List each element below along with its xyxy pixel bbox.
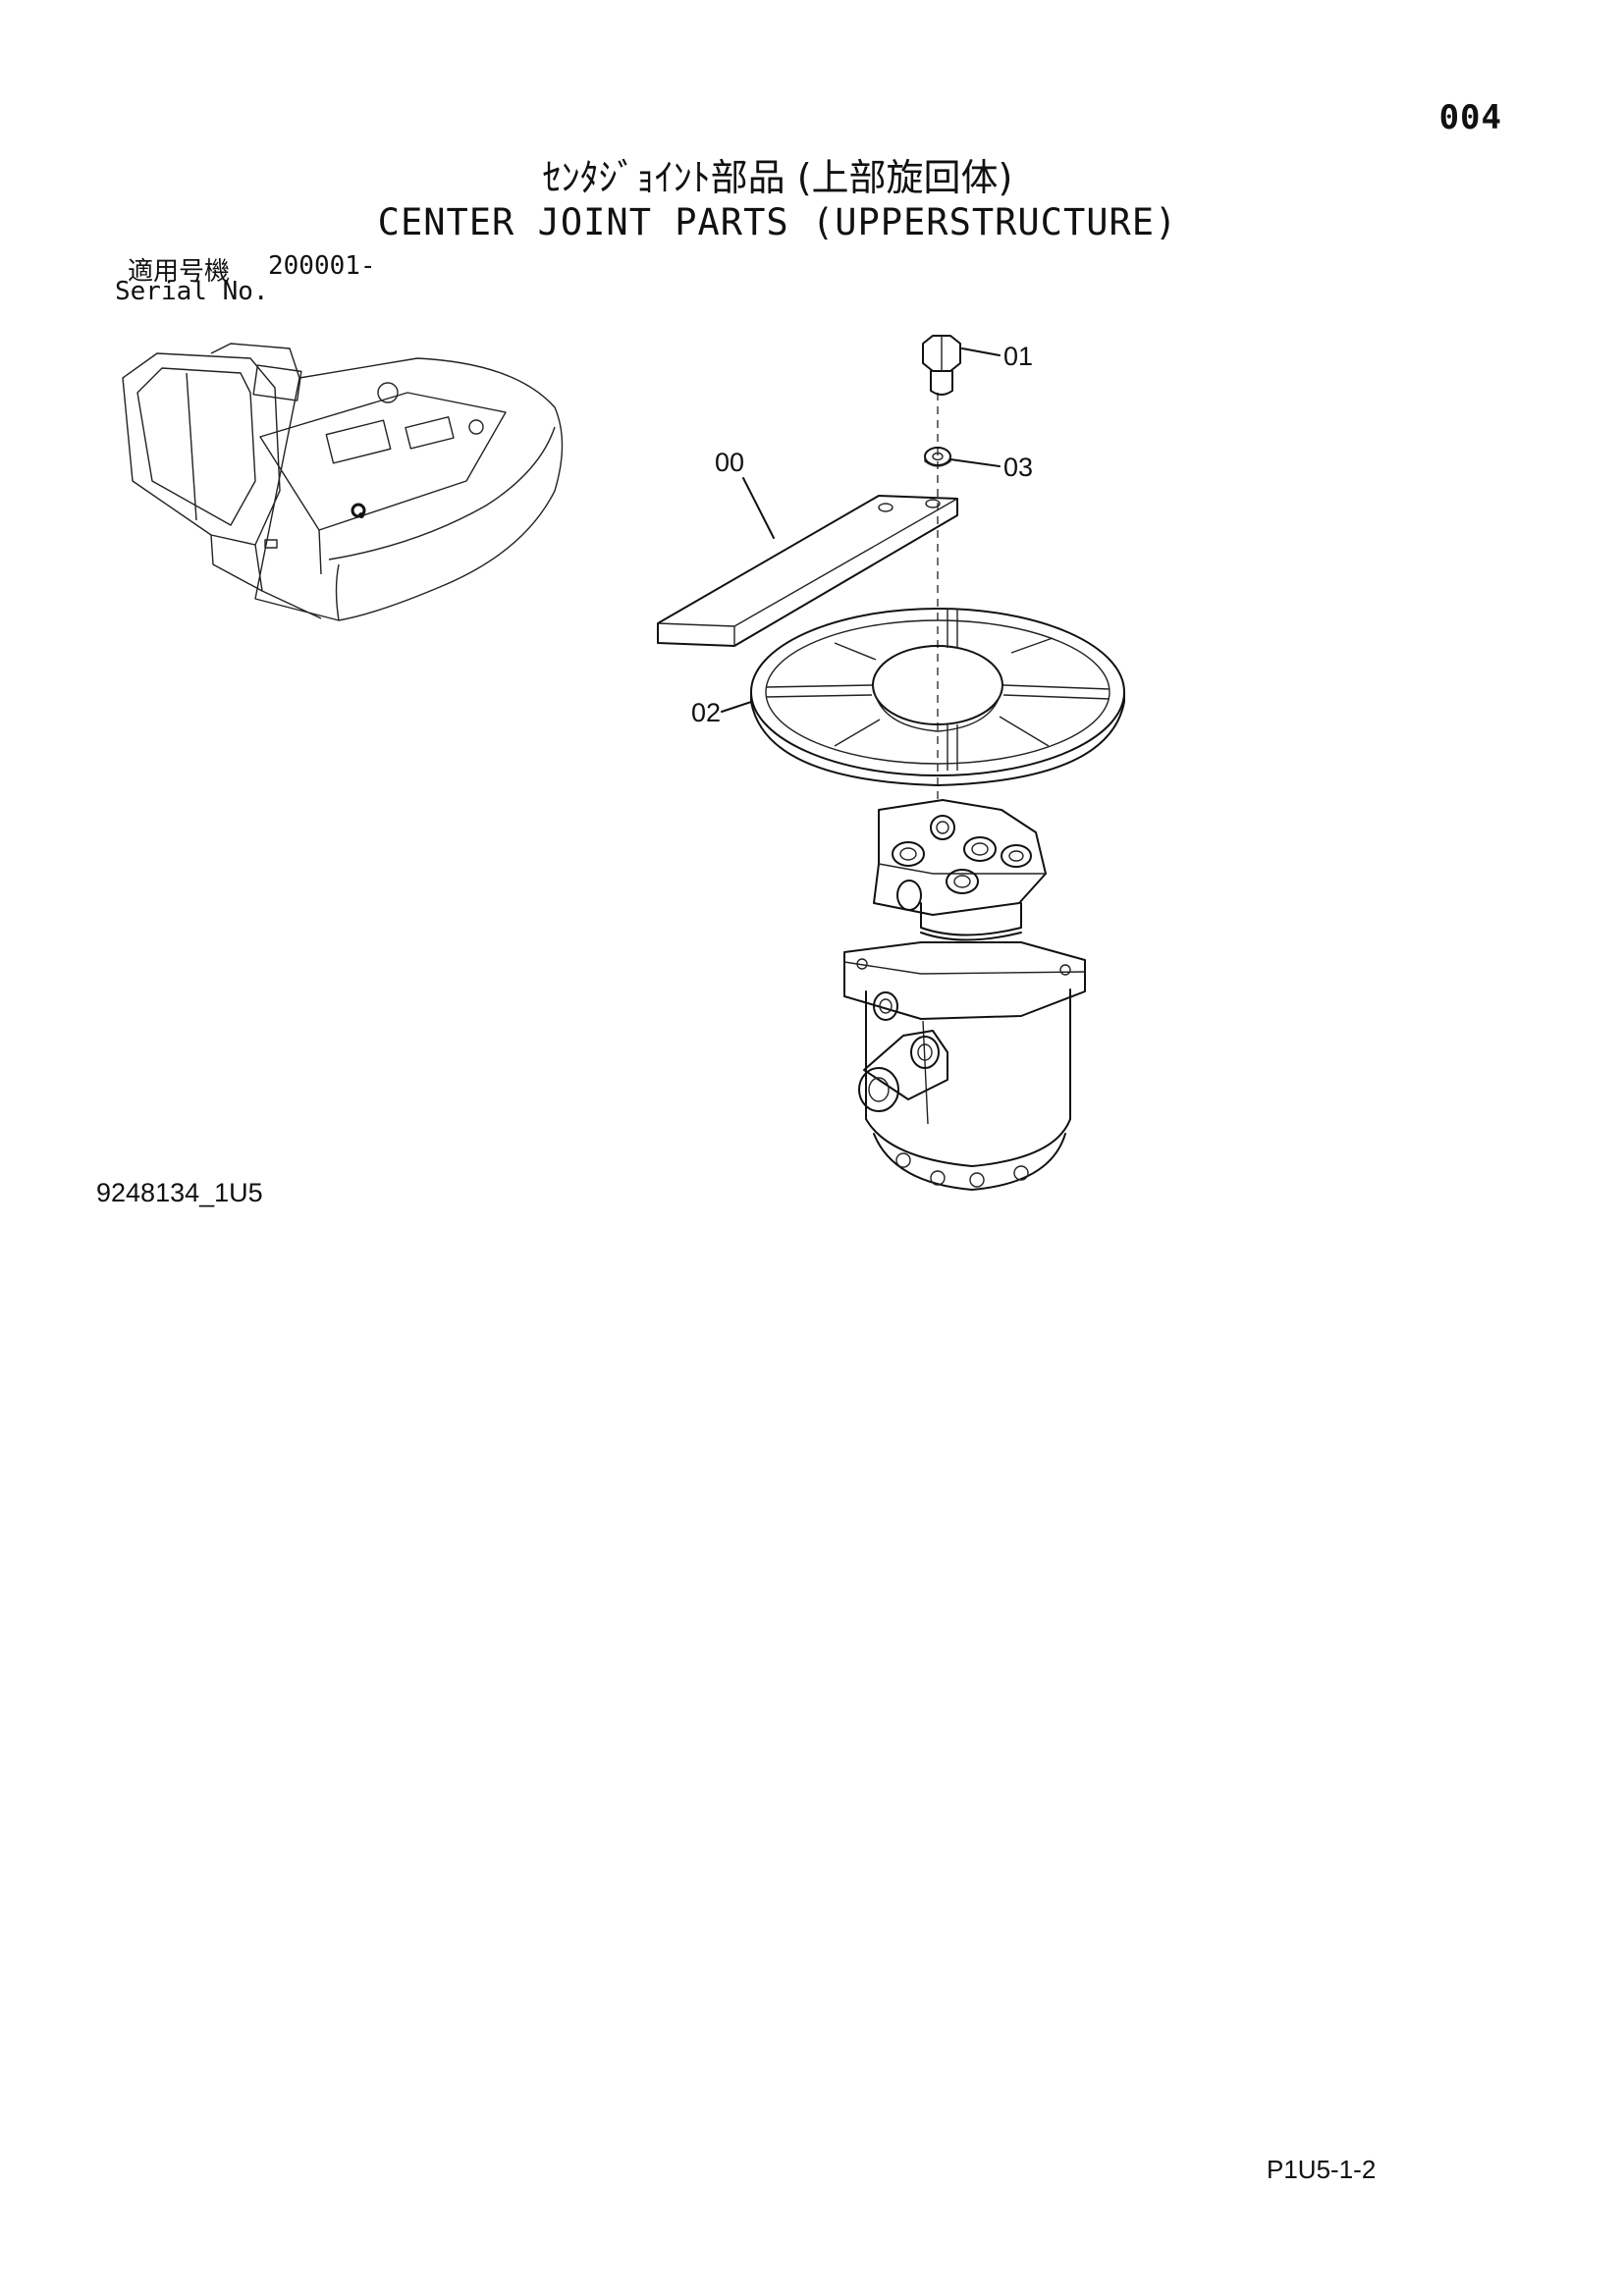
- callout-02: 02: [691, 698, 721, 727]
- callout-01: 01: [1003, 342, 1033, 371]
- title-english: CENTER JOINT PARTS (UPPERSTRUCTURE): [377, 201, 1178, 243]
- serial-label-english: Serial No.: [115, 277, 269, 306]
- plate-part-00: [657, 495, 958, 647]
- callout-03: 03: [1003, 453, 1033, 482]
- bolt-part-01: [922, 335, 961, 396]
- center-joint-assembly: [843, 799, 1086, 1191]
- excavator-location-thumbnail: [122, 343, 564, 621]
- page-number: 004: [1438, 98, 1502, 137]
- page-reference: P1U5-1-2: [1267, 2155, 1377, 2184]
- thrust-ring-part-02: [750, 608, 1125, 786]
- serial-label-japanese: 適用号機: [128, 257, 231, 287]
- washer-part-03: [924, 447, 951, 467]
- exploded-parts-diagram: 01 03 00 02: [657, 335, 1125, 1191]
- drawing-code: 9248134_1U5: [96, 1178, 263, 1207]
- callout-00: 00: [715, 448, 744, 477]
- serial-number-value: 200001-: [268, 251, 376, 281]
- title-japanese: ｾﾝﾀｼﾞｮｲﾝﾄ部品 (上部旋回体): [542, 156, 1013, 199]
